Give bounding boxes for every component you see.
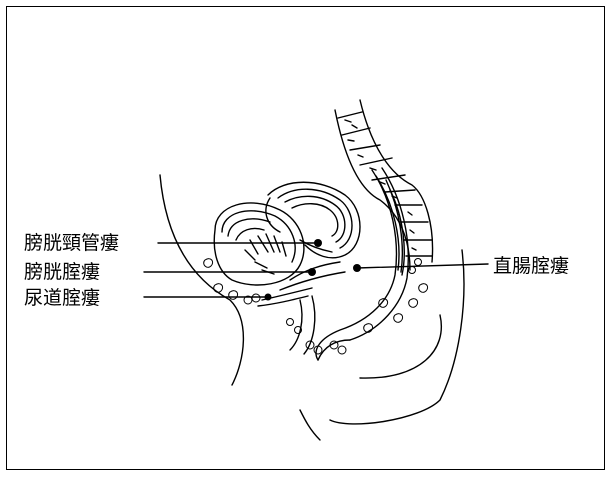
buttock-outline: [360, 315, 441, 378]
label-bladder-neck-fistula: 膀胱頸管瘻: [24, 233, 119, 253]
label-urethrovaginal-fistula: 尿道腟瘻: [24, 288, 100, 308]
back-outline: [330, 250, 464, 424]
label-vesicovaginal-fistula: 膀胱腟瘻: [24, 262, 100, 282]
label-rectovaginal-fistula: 直腸腟瘻: [493, 256, 569, 276]
vaginal-canal: [258, 262, 345, 354]
sacrum-vertebrae: [335, 100, 433, 270]
leader-line-rectovaginal: [357, 264, 488, 268]
uterus: [266, 182, 360, 258]
